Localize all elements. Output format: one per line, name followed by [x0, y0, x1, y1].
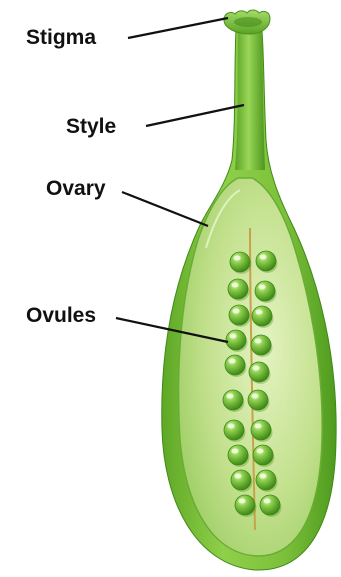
label-stigma-text: Stigma [26, 26, 96, 49]
label-stigma: Stigma [26, 18, 228, 49]
label-style-text: Style [66, 115, 116, 138]
label-style: Style [66, 105, 244, 138]
stigma [224, 10, 270, 34]
leader-ovary [122, 192, 208, 226]
leader-stigma [128, 18, 228, 38]
label-ovules-text: Ovules [26, 304, 96, 327]
label-ovary: Ovary [46, 177, 208, 226]
style-tube [235, 28, 265, 170]
leader-style [146, 105, 244, 126]
label-ovary-text: Ovary [46, 177, 106, 200]
